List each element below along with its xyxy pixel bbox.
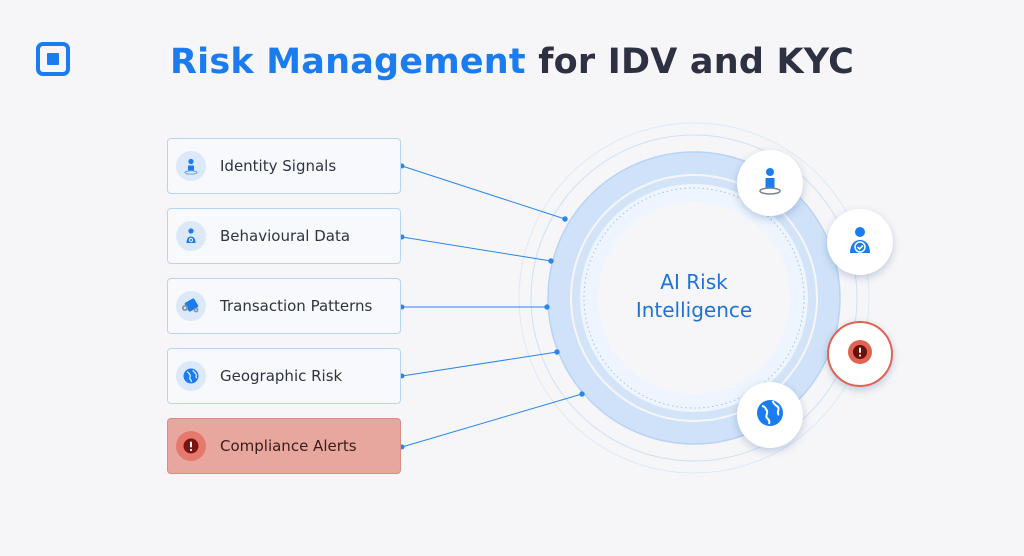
- orbit-node-geographic: [737, 382, 803, 448]
- connector-end-dot: [544, 304, 550, 310]
- card-gears-icon: [176, 291, 206, 321]
- input-card-label: Behavioural Data: [220, 227, 351, 245]
- orbit-node-identity: [737, 150, 803, 216]
- connector-end-dot: [562, 216, 568, 222]
- verified-user-icon: [843, 223, 877, 261]
- input-card-transaction-patterns: Transaction Patterns: [167, 278, 401, 334]
- connector-end-dot: [579, 391, 585, 397]
- alert-icon: [176, 431, 206, 461]
- page-title: Risk Management for IDV and KYC: [0, 42, 1024, 82]
- connector-line: [401, 351, 558, 377]
- outer-ring-thin: [530, 134, 858, 462]
- input-card-behavioural-data: Behavioural Data: [167, 208, 401, 264]
- center-label-line1: AI Risk: [660, 270, 728, 294]
- connector-line: [401, 393, 583, 448]
- input-card-compliance-alerts: Compliance Alerts: [167, 418, 401, 474]
- person-pin-icon: [753, 164, 787, 202]
- input-card-geographic-risk: Geographic Risk: [167, 348, 401, 404]
- center-label: AI Risk Intelligence: [594, 268, 794, 324]
- orbit-node-verified-user: [827, 209, 893, 275]
- main-ring-edge: [547, 151, 841, 445]
- connector-end-dot: [548, 258, 554, 264]
- outer-ring-faint: [518, 122, 870, 474]
- main-ring: [548, 152, 840, 444]
- brand-logo-icon: [36, 42, 70, 76]
- title-rest: for IDV and KYC: [525, 42, 854, 82]
- inner-ring-dots: [583, 187, 805, 409]
- person-pin-icon: [176, 151, 206, 181]
- center-label-line2: Intelligence: [635, 298, 753, 322]
- globe-icon: [176, 361, 206, 391]
- input-card-identity-signals: Identity Signals: [167, 138, 401, 194]
- center-disc: [598, 202, 790, 394]
- input-card-label: Geographic Risk: [220, 367, 343, 385]
- orbit-node-alert: [827, 321, 893, 387]
- alert-icon: [845, 337, 875, 371]
- connector-end-dot: [554, 349, 560, 355]
- input-card-label: Identity Signals: [220, 157, 337, 175]
- connector-line: [401, 236, 552, 262]
- connector-line: [401, 165, 566, 220]
- person-fingerprint-icon: [176, 221, 206, 251]
- input-card-label: Transaction Patterns: [220, 297, 373, 315]
- globe-icon: [753, 396, 787, 434]
- title-highlight: Risk Management: [169, 42, 526, 82]
- input-card-label: Compliance Alerts: [220, 437, 357, 455]
